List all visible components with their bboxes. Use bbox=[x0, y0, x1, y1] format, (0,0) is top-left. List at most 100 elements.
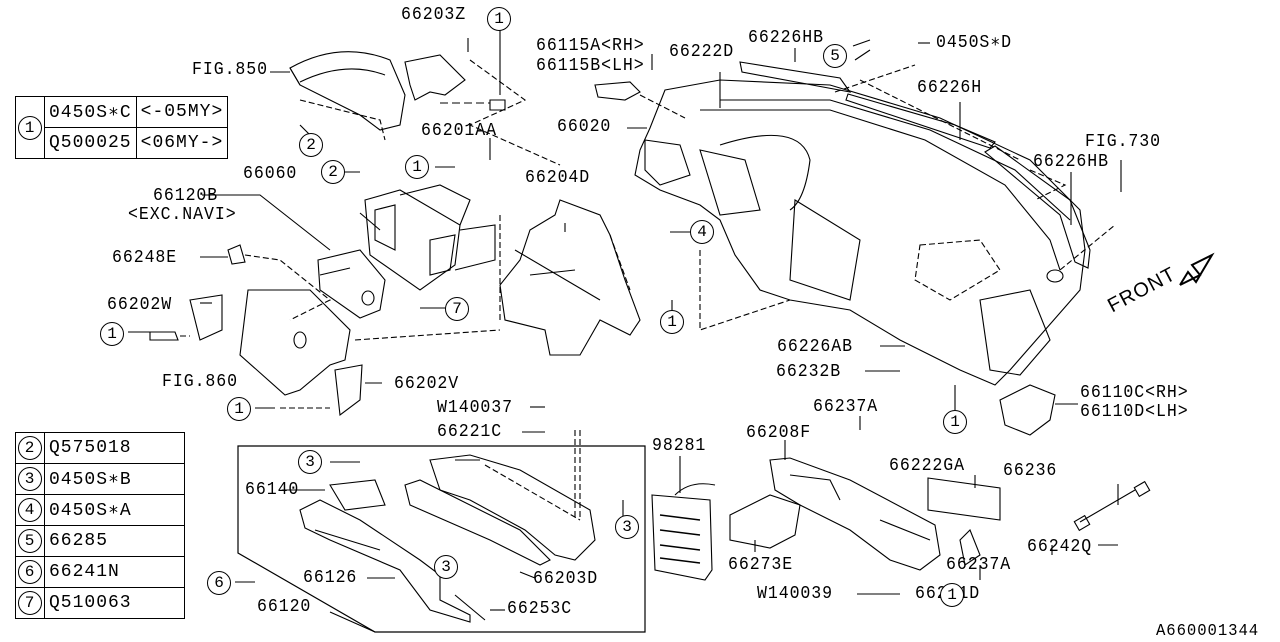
label-66203D[interactable]: 66203D bbox=[533, 569, 599, 589]
front-arrow-icon bbox=[1179, 252, 1215, 286]
label-66202V[interactable]: 66202V bbox=[394, 374, 460, 394]
center-bezel-66060 bbox=[364, 184, 496, 291]
callout-7[interactable]: 7 bbox=[445, 297, 469, 321]
callout-3[interactable]: 3 bbox=[615, 515, 639, 539]
legend-part: 66285 bbox=[44, 525, 185, 557]
label-98281 bbox=[651, 483, 716, 581]
label-66248E[interactable]: 66248E bbox=[112, 248, 178, 268]
label-66020[interactable]: 66020 bbox=[557, 117, 612, 137]
callout-1[interactable]: 1 bbox=[940, 583, 964, 607]
label-66110D[interactable]: 66110D<LH> bbox=[1080, 402, 1189, 422]
defroster-strips bbox=[739, 61, 1116, 271]
bracket-66201D bbox=[959, 529, 981, 566]
label-66120B-note: <EXC.NAVI> bbox=[128, 205, 237, 225]
label-66203Z[interactable]: 66203Z bbox=[401, 5, 467, 25]
label-66226AB[interactable]: 66226AB bbox=[777, 337, 854, 357]
legend-part: Q500025 bbox=[44, 127, 137, 159]
panel-fig860 bbox=[239, 289, 501, 396]
label-66208F[interactable]: 66208F bbox=[746, 423, 812, 443]
label-66253C[interactable]: 66253C bbox=[507, 599, 573, 619]
callout-1[interactable]: 1 bbox=[943, 410, 967, 434]
bracket-66202V bbox=[334, 364, 363, 417]
callout-6[interactable]: 6 bbox=[207, 571, 231, 595]
callout-1-icon: 1 bbox=[18, 115, 42, 140]
pocket-66273E bbox=[729, 494, 801, 549]
glovebox-frame bbox=[237, 445, 646, 633]
label-66221C[interactable]: 66221C bbox=[437, 422, 503, 442]
callout-1[interactable]: 1 bbox=[487, 7, 511, 31]
label-66126[interactable]: 66126 bbox=[303, 568, 358, 588]
harness-66236 bbox=[1079, 489, 1136, 523]
legend-part: 0450S∗C bbox=[44, 96, 137, 128]
callout-1[interactable]: 1 bbox=[227, 397, 251, 421]
damper-66253C bbox=[454, 594, 486, 621]
callout-2-icon: 2 bbox=[18, 436, 42, 460]
label-66237A-top[interactable]: 66237A bbox=[813, 397, 879, 417]
legend-note: <06MY-> bbox=[135, 127, 229, 159]
reinforcement-66204D bbox=[499, 199, 791, 356]
callout-6-icon: 6 bbox=[18, 560, 42, 584]
label-66242Q[interactable]: 66242Q bbox=[1027, 537, 1093, 557]
label-66120[interactable]: 66120 bbox=[257, 597, 312, 617]
label-0450S-D[interactable]: 0450S∗D bbox=[936, 33, 1013, 53]
label-66222GA[interactable]: 66222GA bbox=[889, 456, 966, 476]
label-66222D[interactable]: 66222D bbox=[669, 42, 735, 62]
label-66226HB-top[interactable]: 66226HB bbox=[748, 28, 825, 48]
label-66232B[interactable]: 66232B bbox=[776, 362, 842, 382]
label-66226HB-right[interactable]: 66226HB bbox=[1033, 152, 1110, 172]
cluster-hood bbox=[289, 51, 406, 141]
callout-1[interactable]: 1 bbox=[660, 310, 684, 334]
vent-66110 bbox=[999, 384, 1056, 436]
callout-5[interactable]: 5 bbox=[823, 44, 847, 68]
label-66273E[interactable]: 66273E bbox=[728, 555, 794, 575]
pad-66222GA bbox=[927, 477, 1001, 521]
callout-1[interactable]: 1 bbox=[100, 322, 124, 346]
label-66226H[interactable]: 66226H bbox=[917, 78, 983, 98]
label-66115B[interactable]: 66115B<LH> bbox=[536, 56, 645, 76]
label-66236[interactable]: 66236 bbox=[1003, 461, 1058, 481]
legend-part: 0450S∗A bbox=[44, 494, 185, 526]
callout-2[interactable]: 2 bbox=[321, 160, 345, 184]
legend-note: <-05MY> bbox=[135, 96, 229, 128]
label-98281[interactable]: 98281 bbox=[652, 436, 707, 456]
drawing-code: A660001344 bbox=[1156, 622, 1260, 641]
label-66060[interactable]: 66060 bbox=[243, 164, 298, 184]
label-fig850[interactable]: FIG.850 bbox=[192, 60, 269, 80]
latch-66140 bbox=[329, 479, 386, 511]
label-fig730[interactable]: FIG.730 bbox=[1085, 132, 1162, 152]
label-66204D[interactable]: 66204D bbox=[525, 168, 591, 188]
callout-3[interactable]: 3 bbox=[298, 450, 322, 474]
dashboard-panel-66020 bbox=[634, 79, 1086, 386]
legend-part: 66241N bbox=[44, 556, 185, 588]
bracket-66203Z bbox=[404, 54, 561, 166]
legend-part: Q510063 bbox=[44, 587, 185, 619]
label-66201AA[interactable]: 66201AA bbox=[421, 121, 498, 141]
callout-3[interactable]: 3 bbox=[434, 555, 458, 579]
label-W140037[interactable]: W140037 bbox=[437, 398, 514, 418]
callout-2[interactable]: 2 bbox=[299, 133, 323, 157]
callout-5-icon: 5 bbox=[18, 529, 42, 553]
legend-part: 0450S∗B bbox=[44, 463, 185, 495]
label-66120B[interactable]: 66120B bbox=[153, 186, 219, 206]
label-66115A[interactable]: 66115A<RH> bbox=[536, 36, 645, 56]
label-fig860[interactable]: FIG.860 bbox=[162, 372, 239, 392]
label-66237A-bottom[interactable]: 66237A bbox=[946, 555, 1012, 575]
legend-part: Q575018 bbox=[44, 432, 185, 464]
glovebox-lid-66126 bbox=[299, 499, 471, 623]
callout-4[interactable]: 4 bbox=[690, 220, 714, 244]
label-66140[interactable]: 66140 bbox=[245, 480, 300, 500]
legend-ref-cell: 1 bbox=[15, 96, 45, 159]
label-W140039[interactable]: W140039 bbox=[757, 584, 834, 604]
label-66202W[interactable]: 66202W bbox=[107, 295, 173, 315]
callout-3-icon: 3 bbox=[18, 467, 42, 491]
glovebox-bin-66203D bbox=[404, 454, 596, 566]
callout-1[interactable]: 1 bbox=[405, 155, 429, 179]
label-66110C[interactable]: 66110C<RH> bbox=[1080, 383, 1189, 403]
